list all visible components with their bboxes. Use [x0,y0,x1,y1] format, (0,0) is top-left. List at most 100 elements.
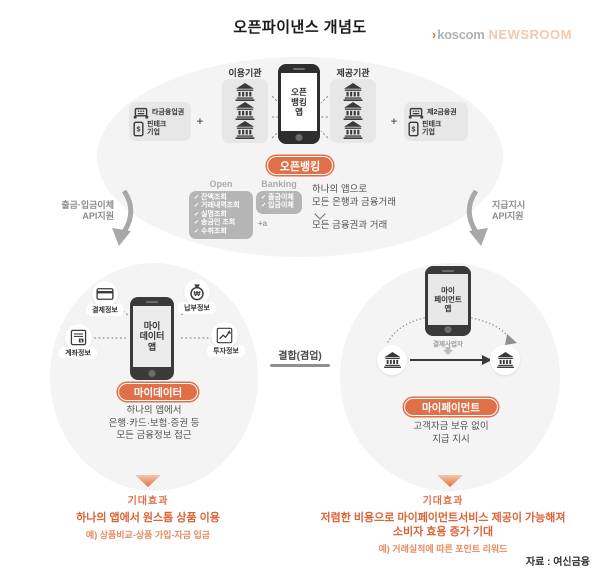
account-info-circle: $ [65,324,92,351]
open-column-header: Open [209,179,233,189]
svg-text:₩: ₩ [194,289,201,298]
money-bag-icon: ₩ [190,284,204,301]
phone-speaker [146,301,158,303]
other-sector-fintech-box: 타금융업권 $ 핀테크 기업 [129,102,191,141]
passbook-icon: $ [70,329,87,346]
effect-headline: 저렴한 비용으로 마이페이먼트서비스 제공이 가능해져 소비자 효용 증가 기대 [320,512,566,538]
user-org-label: 이용기관 [228,68,262,78]
provider-org-box [330,79,376,143]
source-credit: 자료 : 여신금융 [525,557,590,568]
bank-icon [343,102,363,120]
page-title: 오픈파이낸스 개념도 [233,19,367,36]
check-icon: ✔ [194,203,200,210]
sender-bank-circle [377,345,407,375]
payment-operator-label: 결제사업자 [433,341,463,348]
mydata-badge: 마이데이터 [118,383,198,401]
phone-home-button [295,134,303,141]
mypayment-app-screen: 마이 페이먼트 앱 [428,274,468,325]
bank-icon [343,121,363,139]
check-icon: ✔ [194,220,200,227]
phone-home-button [148,370,156,377]
payment-order-api-label: 지급지시 API지원 [492,200,526,221]
user-org-box [222,79,268,143]
bank-icon [235,83,255,101]
withdraw-deposit-api-label: 출금·입금이체 API지원 [61,200,114,221]
svg-text:$: $ [137,126,141,133]
logo-suffix: NEWSROOM [488,27,572,42]
effect-title: 기대효과 [422,496,464,507]
credit-card-icon [96,288,114,300]
open-banking-phone: 오픈 뱅킹 앱 [278,64,320,144]
join-label: 결합(겸업) [278,351,322,362]
svg-text:$: $ [80,339,82,343]
plus-sign: + [390,115,398,128]
chevron-right-icon: › [431,27,437,42]
chevron-down-icon [314,208,326,220]
fintech-row: 제2금융권 [408,107,464,119]
provider-org-label: 제공기관 [336,68,370,78]
check-icon: ✔ [194,228,200,235]
banking-column-header: Banking [261,179,297,189]
arrow-down-icon [443,347,453,355]
secondary-sector-fintech-box: 제2금융권 $ 핀테크 기업 [404,102,468,141]
mydata-app-screen: 마이 데이터 앱 [133,306,171,367]
mypayment-phone: 마이 페이먼트 앱 [425,266,471,336]
bank-icon [496,352,514,368]
open-banking-app-screen: 오픈 뱅킹 앱 [281,73,317,131]
effect-title: 기대효과 [127,496,169,507]
phone-speaker [293,68,305,70]
phone-home-button [444,326,452,333]
account-info-label: 계좌정보 [59,347,97,359]
list-item: ✔거래내역조회 [194,202,240,210]
banking-api-list: ✔출금이체 ✔입금이체 [256,191,302,214]
mobile-dollar-icon: $ [133,121,144,136]
effect-example: 예) 상품비교-상품 가입-자금 입금 [85,530,211,540]
list-item: ✔송금인 조회 [194,219,236,227]
plus-alpha-note: +a [258,219,268,228]
mypayment-description: 고객자금 보유 없이 지급 지시 [413,421,489,445]
fintech-row: 타금융업권 [133,107,187,119]
plus-sign: + [196,115,204,128]
list-item: ✔실명조회 [194,210,227,218]
effect-example: 예) 거래실적에 따른 포인트 리워드 [378,544,508,554]
invest-info-circle [211,322,238,349]
bank-icon [235,102,255,120]
open-banking-badge: 오픈뱅킹 [267,156,333,175]
open-banking-description: 하나의 앱으로 모든 은행과 금융거래 모든 금융권과 거래 [312,184,396,231]
mydata-description: 하나의 앱에서 은행·카드·보험·증권 등 모든 금융정보 접근 [108,405,200,441]
effect-headline: 하나의 앱에서 원스톱 상품 이용 [76,512,220,524]
phone-speaker [442,270,454,272]
terminal-icon [408,107,424,119]
payment-info-label: 결제정보 [86,304,124,316]
mobile-dollar-icon: $ [408,121,419,136]
effect-left-block: 기대효과 하나의 앱에서 원스톱 상품 이용 예) 상품비교-상품 가입-자금 … [38,492,258,541]
bank-icon [235,121,255,139]
fintech-label: 제2금융권 [427,108,457,116]
bill-info-label: 납부정보 [178,302,216,314]
check-icon: ✔ [261,195,267,201]
fintech-label: 타금융업권 [152,108,185,116]
open-api-list: ✔잔액조회 ✔거래내역조회 ✔실명조회 ✔송금인 조회 ✔수취조회 [189,191,253,239]
join-bar [270,364,330,367]
svg-text:$: $ [412,126,416,133]
check-icon: ✔ [194,195,200,201]
check-icon: ✔ [261,203,267,210]
check-icon: ✔ [194,211,200,218]
bill-info-circle: ₩ [184,279,210,305]
effect-right-block: 기대효과 저렴한 비용으로 마이페이먼트서비스 제공이 가능해져 소비자 효용 … [298,492,588,555]
fintech-label: 핀테크 기업 [147,120,167,136]
payment-info-circle [92,281,118,307]
list-item: ✔잔액조회 [194,194,227,201]
mypayment-badge: 마이페이먼트 [404,398,498,416]
list-item: ✔출금이체 [261,194,294,201]
fintech-row: $ 핀테크 기업 [408,121,464,137]
receiver-bank-circle [490,345,520,375]
list-item: ✔입금이체 [261,202,294,210]
fintech-row: $ 핀테크 기업 [133,121,187,137]
list-item: ✔수취조회 [194,227,227,235]
bank-icon [343,83,363,101]
terminal-icon [133,107,149,119]
invest-info-label: 투자정보 [207,345,245,357]
